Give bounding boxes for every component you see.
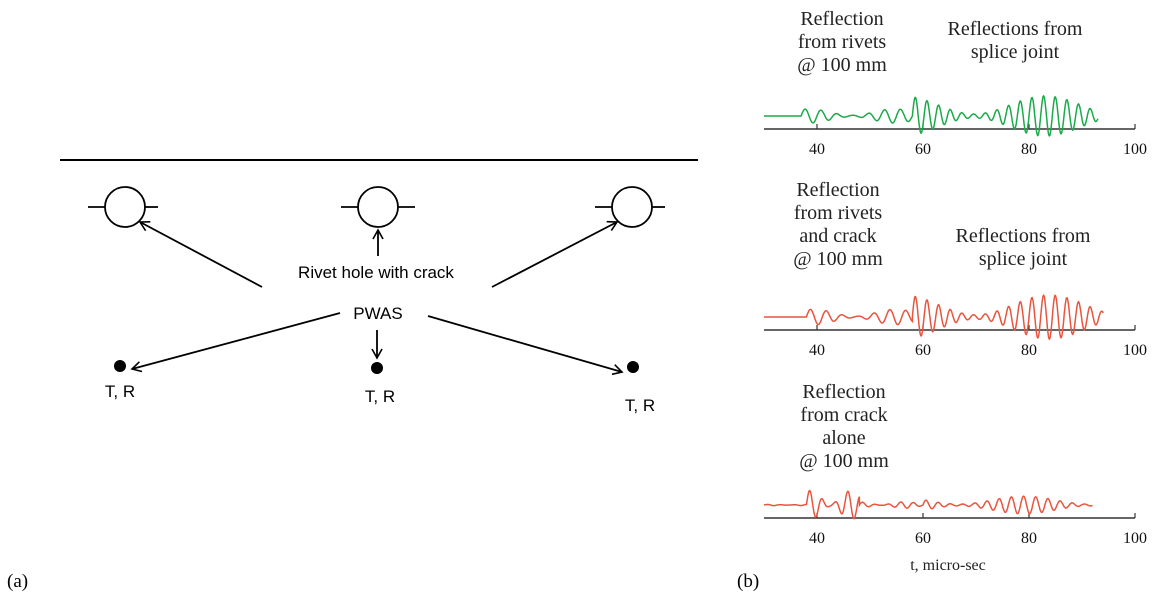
tick-label: 60 <box>915 141 931 158</box>
annotation-left-2: and crack <box>799 225 876 247</box>
panel-a-label: (a) <box>7 571 28 592</box>
x-axis-label: t, micro-sec <box>910 557 986 574</box>
arrow-to-left-receiver <box>130 312 341 373</box>
tick-label: 100 <box>1123 141 1147 158</box>
annotation-left-3: alone <box>822 427 865 449</box>
annotation-right-2: splice joint <box>979 248 1068 270</box>
receiver-dot-right <box>627 361 639 373</box>
pwas-label: PWAS <box>353 304 402 323</box>
annotation-left-1: @ 100 mm <box>797 54 887 76</box>
tr-label-center: T, R <box>365 387 395 406</box>
arrow-to-left-rivet <box>138 221 263 288</box>
rivet-hole-right <box>595 186 665 228</box>
annotation-left-2: from rivets <box>794 202 883 224</box>
panel-b-label: (b) <box>737 571 759 592</box>
annotation-left-3: from crack <box>800 404 887 426</box>
tick-label: 80 <box>1021 141 1037 158</box>
tick-label: 60 <box>915 530 931 547</box>
annotation-left-1: from rivets <box>798 31 887 53</box>
waveform-2 <box>764 294 1104 341</box>
receiver-dot-left <box>114 360 126 372</box>
tick-label: 100 <box>1123 530 1147 547</box>
tick-label: 40 <box>809 342 825 359</box>
tr-label-right: T, R <box>625 396 655 415</box>
annotation-right-1: Reflections from <box>948 18 1083 40</box>
annotation-left-3: @ 100 mm <box>799 450 889 472</box>
annotation-right-2: Reflections from <box>956 225 1091 247</box>
receiver-dot-center <box>371 362 383 374</box>
tick-label: 60 <box>915 342 931 359</box>
arrow-to-right-rivet <box>491 220 619 288</box>
annotation-right-1: splice joint <box>971 41 1060 63</box>
tick-label: 80 <box>1021 342 1037 359</box>
tick-label: 40 <box>809 530 825 547</box>
waveform-1 <box>764 94 1099 137</box>
annotation-left-1: Reflection <box>800 8 883 30</box>
tr-label-left: T, R <box>105 382 135 401</box>
annotation-left-2: Reflection <box>796 179 879 201</box>
tick-label: 40 <box>809 141 825 158</box>
waveform-3 <box>763 489 1093 520</box>
rivet-hole-left <box>88 186 158 228</box>
arrow-to-right-receiver <box>427 315 624 376</box>
rivet-hole-center-cracked <box>341 186 415 228</box>
annotation-left-2: @ 100 mm <box>793 248 883 270</box>
tick-label: 80 <box>1021 530 1037 547</box>
rivet-hole-label: Rivet hole with crack <box>298 263 454 282</box>
panel-a-diagram: Rivet hole with crack PWAS T, R T, R T, … <box>7 159 698 592</box>
tick-label: 100 <box>1123 342 1147 359</box>
annotation-left-3: Reflection <box>802 381 885 403</box>
